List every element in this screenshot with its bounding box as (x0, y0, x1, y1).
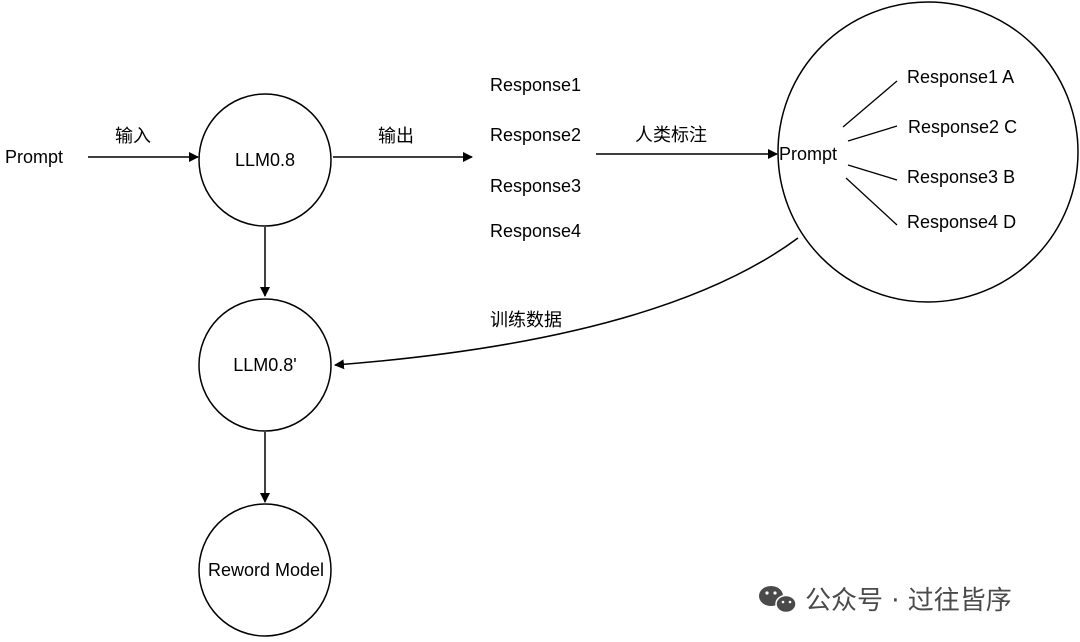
fan-line-1 (842, 80, 898, 128)
prompt-ranked-label: Prompt (779, 144, 837, 164)
ranked-response-item: Response4 D (907, 212, 1016, 232)
llm-trained-node (198, 298, 332, 432)
edge-label-training-data: 训练数据 (490, 310, 562, 330)
arrow-training-data (334, 237, 799, 370)
prompt-input-label: Prompt (5, 147, 63, 167)
reward-model-node (198, 503, 332, 637)
wechat-icon (759, 586, 797, 614)
response-item: Response3 (490, 176, 581, 196)
response-item: Response4 (490, 221, 581, 241)
edge-label-human-label: 人类标注 (635, 125, 707, 145)
watermark-text: 公众号 · 过往皆序 (805, 586, 1012, 616)
llm-label: LLM0.8 (235, 150, 295, 170)
ranked-response-item: Response1 A (907, 67, 1014, 87)
edge-label-output: 输出 (378, 126, 414, 146)
ranked-response-item: Response3 B (907, 167, 1015, 187)
llm-node (198, 93, 332, 227)
reward-model-label: Reword Model (208, 560, 324, 580)
fan-line-3 (847, 164, 898, 181)
response-item: Response2 (490, 125, 581, 145)
prompt-ranked-node (777, 1, 1079, 303)
ranked-response-item: Response2 C (908, 117, 1017, 137)
fan-line-2 (847, 125, 898, 142)
response-item: Response1 (490, 75, 581, 95)
edge-label-input: 输入 (115, 126, 151, 146)
fan-line-4 (845, 177, 898, 226)
llm-trained-label: LLM0.8' (233, 355, 296, 375)
